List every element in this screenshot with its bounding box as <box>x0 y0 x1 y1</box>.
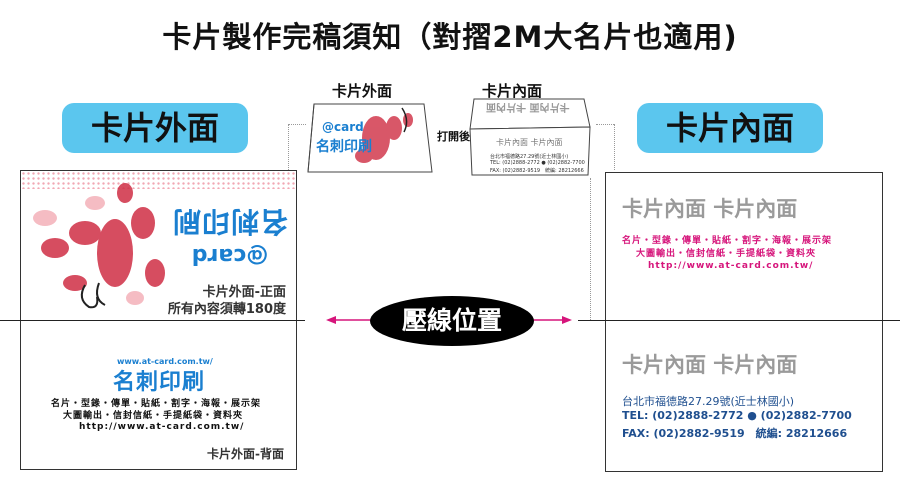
outer-logo-name: 名刺印刷 <box>172 205 289 238</box>
outer-logo-block: @card 名刺印刷 <box>169 203 291 268</box>
mini-inner-card-drawing <box>469 98 591 176</box>
outer-logo-card: @card <box>191 243 269 268</box>
inner-address: 台北市福德路27.29號(近士林國小) <box>622 395 795 408</box>
page-title: 卡片製作完稿須知（對摺2M大名片也適用) <box>162 20 738 54</box>
fold-position-label: 壓線位置 <box>401 306 502 335</box>
front-note-2: 所有內容須轉180度 <box>167 302 286 317</box>
inner-small-label: 卡片內面 <box>482 82 543 100</box>
outer-label-pill: 卡片外面 <box>62 103 248 153</box>
outer-url-small: www.at-card.com.tw/ <box>117 357 213 366</box>
connector-right-v <box>614 124 615 170</box>
inner-card: 卡片內面 卡片內面 名片・型錄・傳單・貼紙・割字・海報・展示架 大圖輸出・信封信… <box>605 172 883 472</box>
front-note-1: 卡片外面-正面 <box>202 285 286 300</box>
mini-outer-logo-name: 名刺印刷 <box>316 139 372 155</box>
connector-left-v <box>288 124 289 170</box>
outer-small-label: 卡片外面 <box>332 82 393 100</box>
outer-card-dot-pattern <box>21 171 296 189</box>
mini-inner-card: 卡片內面 卡片內面 卡片內面 卡片內面 台北市福德路27.29號(近士林國小) … <box>468 97 592 177</box>
mini-outer-card-drawing <box>307 103 433 173</box>
outer-brand: 名刺印刷 <box>113 370 206 395</box>
flower-illustration <box>33 183 165 309</box>
mini-outer-logo-card: @card <box>322 120 364 134</box>
fold-line-left <box>0 320 305 321</box>
mini-inner-line3: FAX: (02)2882-9519 統編: 28212666 <box>490 168 584 174</box>
mini-inner-line1: 台北市福德路27.29號(近士林國小) <box>490 154 569 160</box>
outer-services-2: 大圖輸出・信封信紙・手提紙袋・資料夾 <box>63 411 244 421</box>
inner-heading-bottom: 卡片內面 卡片內面 <box>622 353 798 377</box>
mini-inner-line2: TEL: (02)2888-2772 ● (02)2882-7700 <box>490 160 585 166</box>
fold-line-right <box>578 320 900 321</box>
mini-outer-card: @card 名刺印刷 <box>306 98 434 174</box>
mini-inner-heading: 卡片內面 卡片內面 <box>496 138 563 147</box>
inner-label-pill: 卡片內面 <box>637 103 823 153</box>
fold-arrows <box>326 316 572 324</box>
connector-inner-down <box>590 178 591 320</box>
inner-services-1: 名片・型錄・傳單・貼紙・割字・海報・展示架 <box>622 236 833 246</box>
outer-services-1: 名片・型錄・傳單・貼紙・割字・海報・展示架 <box>51 399 262 409</box>
inner-services-2: 大圖輸出・信封信紙・手提紙袋・資料夾 <box>636 249 817 259</box>
mini-inner-heading-upside: 卡片內面 卡片內面 <box>486 101 570 112</box>
connector-right-h <box>596 124 614 125</box>
inner-url: http://www.at-card.com.tw/ <box>648 261 814 271</box>
fold-position-badge: 壓線位置 <box>370 296 534 346</box>
inner-tel: TEL: (02)2888-2772 ● (02)2882-7700 <box>622 409 852 422</box>
outer-url: http://www.at-card.com.tw/ <box>79 422 245 432</box>
connector-left-h <box>288 124 306 125</box>
inner-fax: FAX: (02)2882-9519 統編: 28212666 <box>622 427 848 440</box>
inner-heading-top: 卡片內面 卡片內面 <box>622 197 798 221</box>
back-note: 卡片外面-背面 <box>207 447 284 461</box>
